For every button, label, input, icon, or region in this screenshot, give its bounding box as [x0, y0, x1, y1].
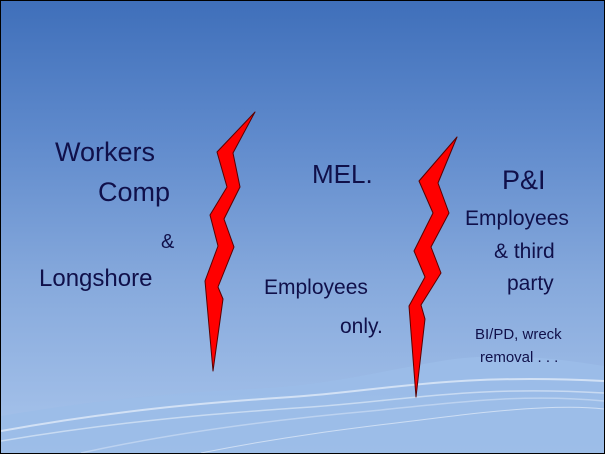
workers-comp-title-line1: Workers: [55, 137, 156, 167]
pi-note-line2: removal . . .: [480, 349, 559, 366]
workers-comp-title-line2: Comp: [98, 177, 171, 207]
mel-sub-line2: only.: [340, 315, 383, 338]
pi-sub-line1: Employees: [465, 207, 569, 230]
pi-sub-line3: party: [507, 272, 554, 295]
pi-title: P&I: [502, 165, 546, 195]
workers-comp-title-line3: Longshore: [39, 265, 153, 292]
pi-sub-line2: & third: [494, 240, 555, 263]
mel-title: MEL.: [312, 159, 373, 189]
workers-comp-ampersand: &: [161, 231, 175, 253]
mel-sub-line1: Employees: [264, 276, 368, 299]
pi-note-line1: BI/PD, wreck: [475, 326, 562, 343]
